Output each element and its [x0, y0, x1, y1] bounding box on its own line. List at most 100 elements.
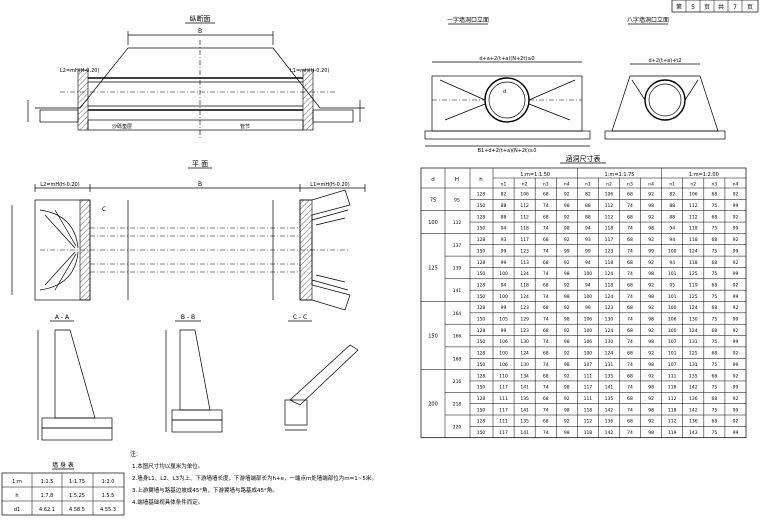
dim-b-label: B — [198, 28, 202, 35]
table-cell-h: 128 — [477, 305, 486, 311]
table-cell: 68 — [627, 396, 633, 402]
table-cell: 94 — [669, 226, 675, 232]
table-cell: 98 — [648, 362, 654, 368]
table-cell: 135 — [605, 373, 614, 379]
table-cell: 142 — [605, 407, 614, 413]
table-cell: 125 — [689, 351, 698, 357]
table-cell: 131 — [605, 362, 614, 368]
table-cell: 141 — [520, 385, 529, 391]
table-cell-h: 150 — [477, 407, 486, 413]
table-cell-h: 128 — [477, 260, 486, 266]
table-cell: 98 — [564, 226, 570, 232]
header-group: 1:m=1:1.50 — [520, 172, 550, 178]
table-cell: 136 — [689, 396, 698, 402]
table-cell: 125 — [689, 294, 698, 300]
table-cell: 98 — [564, 317, 570, 323]
notes-heading: 注: — [130, 450, 138, 458]
table-cell-d: 200 — [428, 402, 438, 408]
table-cell: 142 — [605, 430, 614, 436]
table-cell: 100 — [499, 271, 508, 277]
table-cell: 101 — [668, 271, 677, 277]
header-sub: n1 — [585, 182, 591, 188]
table-cell: 112 — [605, 214, 614, 220]
section-c-title: C - C — [293, 314, 307, 321]
table-cell: 68 — [543, 192, 549, 198]
table-cell: 125 — [689, 271, 698, 277]
table-cell: 75 — [712, 203, 718, 209]
table-cell: 124 — [605, 328, 614, 334]
plan-slope-left: L2=mH(H-0.20) — [40, 182, 79, 188]
table-cell: 124 — [605, 271, 614, 277]
table-cell: 101 — [668, 351, 677, 357]
plan-view: 平 面 L2=mH(H-0.20) B L1=mH(H-0.20) — [11, 160, 366, 311]
title-block-cell: 页 — [704, 4, 710, 11]
table-cell: 135 — [520, 419, 529, 425]
table-cell: 112 — [668, 396, 677, 402]
table-cell: 112 — [689, 203, 698, 209]
table-cell: 92 — [733, 282, 739, 288]
front-dim-1: d+a+2(t+a)(N+2t)≥0 — [479, 56, 534, 62]
table-cell: 68 — [712, 373, 718, 379]
table-cell: 107 — [668, 339, 677, 345]
table-cell: 68 — [627, 192, 633, 198]
table-cell: 129 — [520, 317, 529, 323]
table-cell: 124 — [520, 294, 529, 300]
table-cell: 68 — [543, 282, 549, 288]
front-straight-title: 一字墙洞口立面 — [447, 16, 489, 24]
table-cell: 106 — [520, 192, 529, 198]
table-cell: 92 — [733, 260, 739, 266]
table-cell: 75 — [712, 294, 718, 300]
table-cell: 99 — [733, 407, 739, 413]
table-cell: 106 — [668, 317, 677, 323]
table-cell: 142 — [689, 407, 698, 413]
title-block: 第 5 页 共 7 页 — [671, 0, 759, 13]
table-cell: 93 — [501, 237, 507, 243]
table-cell: 99 — [585, 248, 591, 254]
table-cell: 74 — [543, 430, 549, 436]
table-cell: 74 — [543, 339, 549, 345]
table-cell: 74 — [627, 226, 633, 232]
table-cell: 141 — [605, 385, 614, 391]
table-cell: 106 — [605, 192, 614, 198]
table-cell: 88 — [669, 203, 675, 209]
table-cell: 74 — [627, 271, 633, 277]
table-cell-d: 150 — [428, 334, 438, 340]
table-cell: 75 — [712, 407, 718, 413]
table-cell-h: 150 — [477, 385, 486, 391]
table-cell: 75 — [712, 430, 718, 436]
table-cell: 98 — [648, 226, 654, 232]
table-cell: 68 — [627, 282, 633, 288]
table-cell: 130 — [520, 339, 529, 345]
table-cell: 124 — [689, 305, 698, 311]
table-cell: 92 — [564, 351, 570, 357]
header-group: 1:m=1:1.75 — [605, 172, 635, 178]
table-cell: 98 — [564, 362, 570, 368]
table-cell: 100 — [584, 271, 593, 277]
table-cell: 74 — [627, 248, 633, 254]
section-c-marker: C — [102, 206, 106, 213]
table-cell: 92 — [648, 282, 654, 288]
header-H: H — [455, 177, 459, 183]
table-cell: 68 — [712, 419, 718, 425]
table-cell: 141 — [520, 430, 529, 436]
table-cell: 118 — [584, 407, 593, 413]
table-cell: 74 — [627, 339, 633, 345]
header-sub: n3 — [712, 182, 718, 188]
table-cell: 106 — [584, 339, 593, 345]
table-cell: 94 — [669, 260, 675, 266]
table-cell-d: 100 — [428, 220, 438, 226]
header-sub: n3 — [543, 182, 549, 188]
table-cell: 100 — [668, 248, 677, 254]
table-cell: 134 — [520, 373, 529, 379]
table-cell: 75 — [712, 226, 718, 232]
table-cell: 99 — [501, 305, 507, 311]
table-cell: 92 — [733, 328, 739, 334]
table-cell: 74 — [543, 362, 549, 368]
table-cell: 74 — [543, 317, 549, 323]
table-cell: 106 — [584, 317, 593, 323]
table-cell: 124 — [520, 271, 529, 277]
table-cell: 118 — [689, 226, 698, 232]
table-cell: 74 — [543, 248, 549, 254]
table-cell: 92 — [648, 237, 654, 243]
